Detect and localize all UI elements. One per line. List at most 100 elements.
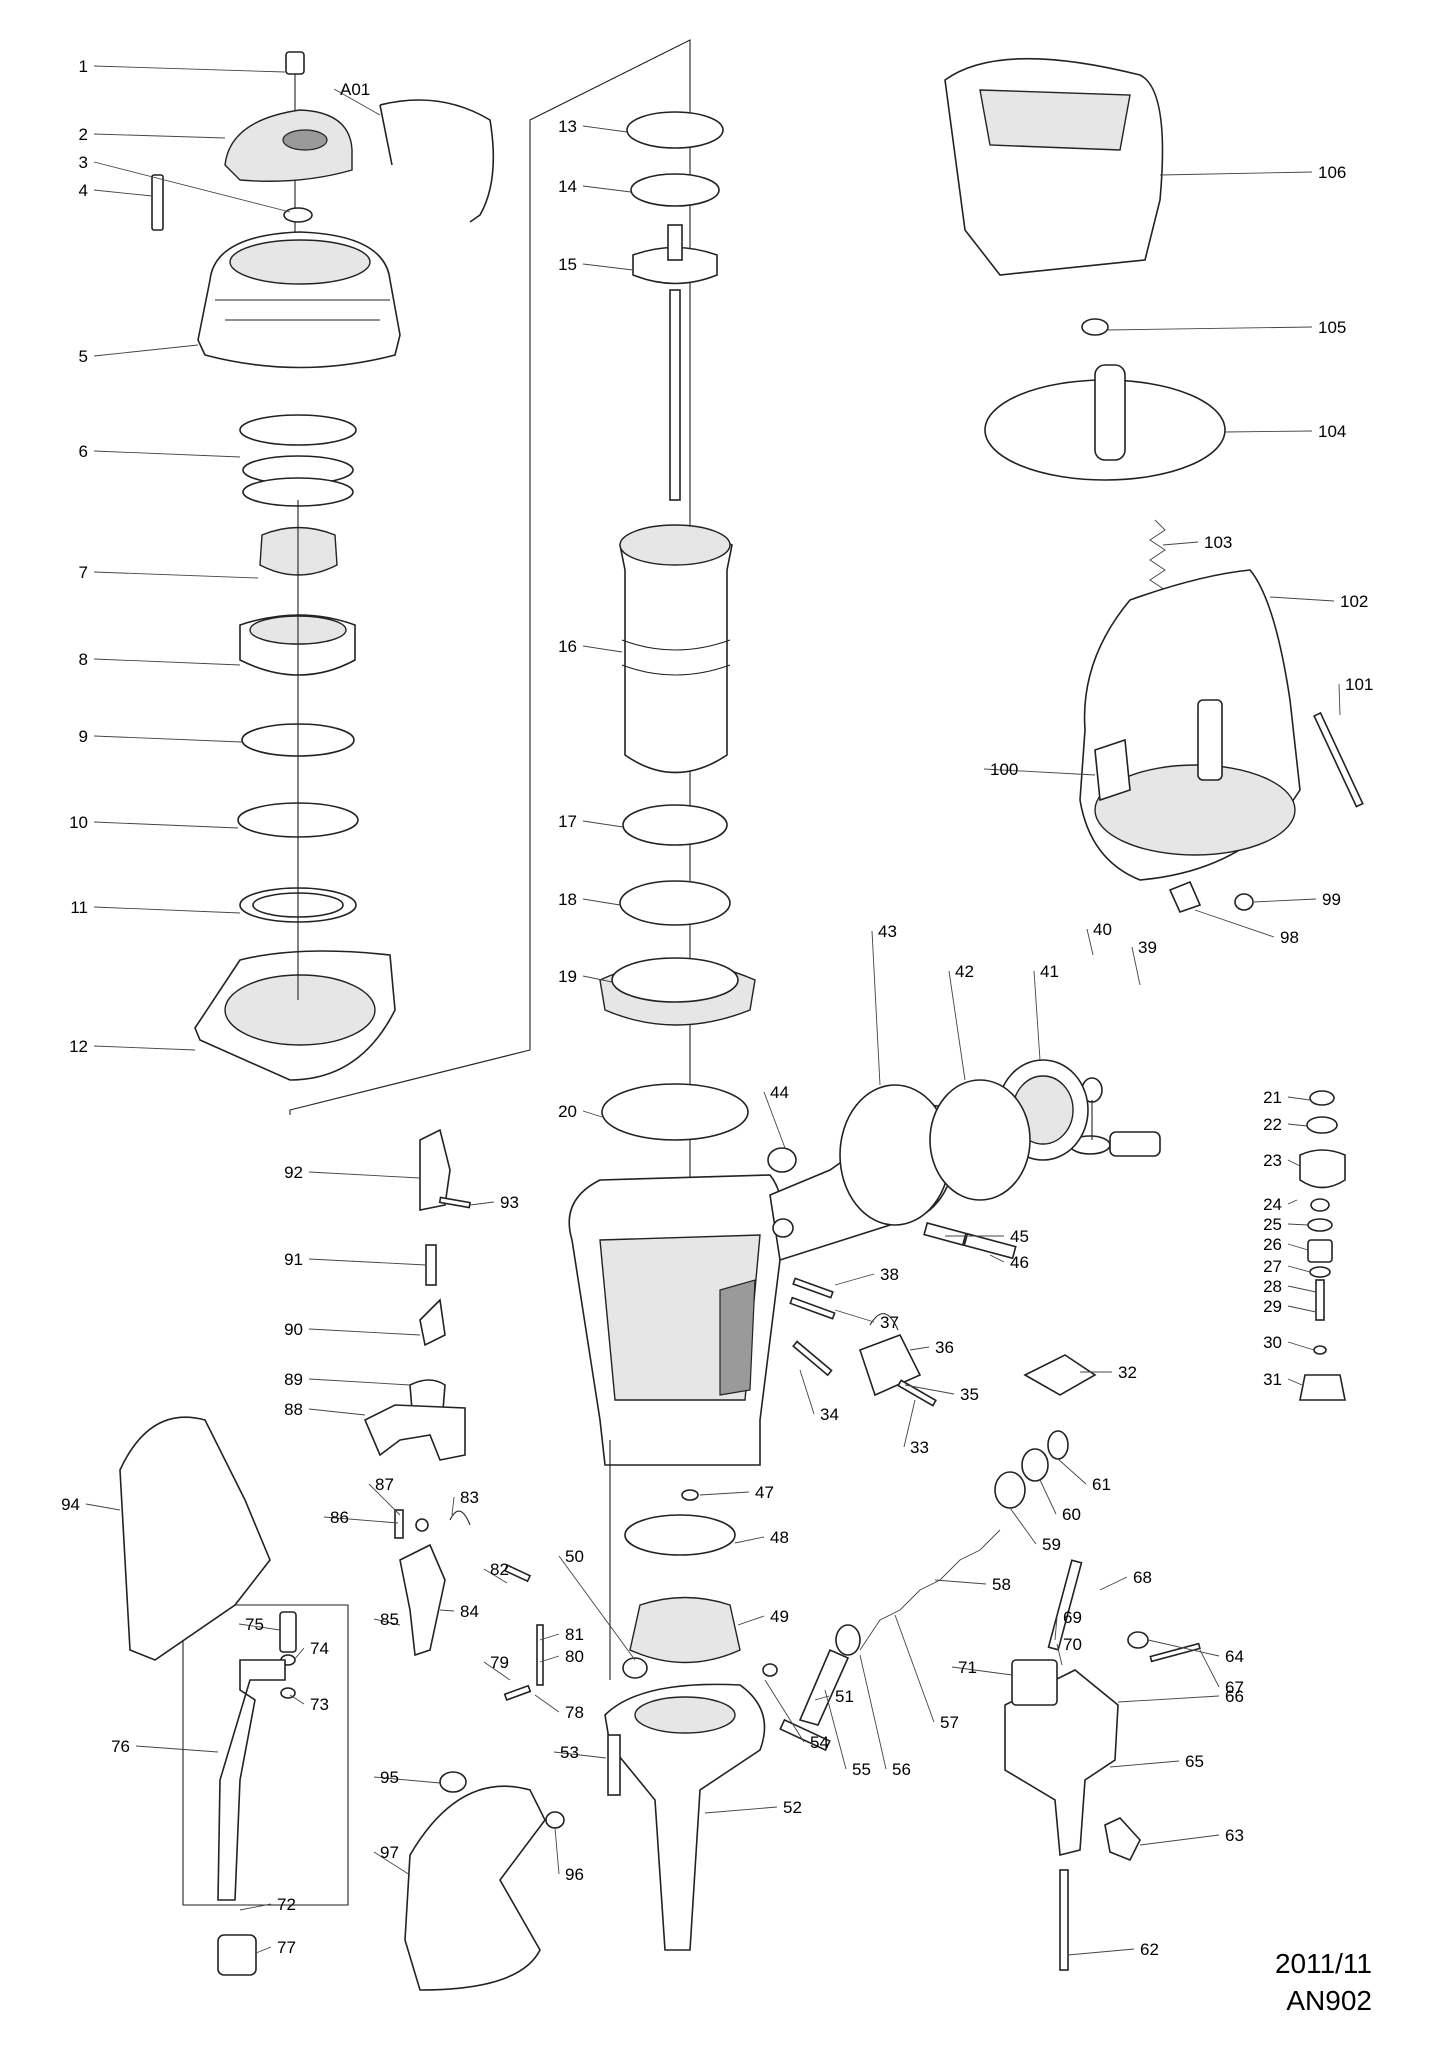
- callout-label-56: 56: [892, 1760, 911, 1779]
- leader-line-58: [934, 1579, 987, 1585]
- leader-line-36: [909, 1346, 930, 1351]
- leader-line-25: [1287, 1223, 1309, 1226]
- leader-line-91: [308, 1258, 427, 1266]
- leader-line-54: [764, 1679, 805, 1743]
- callout-label-49: 49: [770, 1607, 789, 1626]
- callout-label-30: 30: [1263, 1333, 1282, 1352]
- callout-label-70: 70: [1063, 1635, 1082, 1654]
- callout-label-81: 81: [565, 1625, 584, 1644]
- leader-line-50: [558, 1555, 636, 1661]
- callout-label-69: 69: [1063, 1608, 1082, 1627]
- callout-label-77: 77: [277, 1938, 296, 1957]
- callout-label-44: 44: [770, 1083, 789, 1102]
- leader-line-19: [582, 975, 613, 983]
- leader-line-105: [1107, 326, 1313, 331]
- callout-label-9: 9: [79, 727, 88, 746]
- leader-line-55: [824, 1689, 847, 1770]
- leader-line-29: [1287, 1305, 1317, 1313]
- callout-label-88: 88: [284, 1400, 303, 1419]
- leader-line-16: [582, 645, 623, 653]
- callout-label-25: 25: [1263, 1215, 1282, 1234]
- callout-label-6: 6: [79, 442, 88, 461]
- callout-label-29: 29: [1263, 1297, 1282, 1316]
- callout-label-86: 86: [330, 1508, 349, 1527]
- leader-line-77: [255, 1946, 272, 1954]
- leader-line-73: [289, 1694, 305, 1705]
- leader-line-53: [553, 1751, 607, 1759]
- leader-line-98: [1194, 909, 1275, 938]
- leader-line-106: [1159, 171, 1313, 176]
- leader-line-61: [1057, 1458, 1087, 1485]
- leader-line-47: [699, 1491, 750, 1496]
- callout-label-103: 103: [1204, 533, 1232, 552]
- leader-line-24: [1287, 1199, 1298, 1205]
- callout-label-106: 106: [1318, 163, 1346, 182]
- callout-label-23: 23: [1263, 1151, 1282, 1170]
- callout-label-92: 92: [284, 1163, 303, 1182]
- callout-label-65: 65: [1185, 1752, 1204, 1771]
- leader-line-83: [451, 1496, 455, 1516]
- callout-label-5: 5: [79, 347, 88, 366]
- leader-line-67: [1199, 1649, 1220, 1688]
- callout-label-91: 91: [284, 1250, 303, 1269]
- leader-line-57: [894, 1614, 935, 1723]
- callout-label-15: 15: [558, 255, 577, 274]
- callout-label-52: 52: [783, 1798, 802, 1817]
- leader-line-18: [582, 898, 621, 906]
- leader-line-92: [308, 1171, 421, 1179]
- leader-line-80: [539, 1655, 560, 1663]
- leader-line-3: [93, 161, 291, 213]
- callout-label-67: 67: [1225, 1678, 1244, 1697]
- leader-line-75: [238, 1623, 281, 1631]
- footer-date: 2011/11: [1274, 1948, 1372, 1979]
- callout-label-50: 50: [565, 1547, 584, 1566]
- callout-label-47: 47: [755, 1483, 774, 1502]
- leader-line-22: [1287, 1123, 1308, 1127]
- callout-label-34: 34: [820, 1405, 839, 1424]
- callout-label-11: 11: [70, 898, 88, 917]
- leader-line-71: [951, 1666, 1013, 1676]
- callout-label-66: 66: [1225, 1687, 1244, 1706]
- callout-label-26: 26: [1263, 1235, 1282, 1254]
- leader-line-14: [582, 185, 632, 193]
- leader-line-31: [1287, 1378, 1303, 1386]
- leader-line-9: [93, 735, 243, 743]
- leader-line-85: [373, 1618, 401, 1626]
- callout-label-95: 95: [380, 1768, 399, 1787]
- callout-label-79: 79: [490, 1653, 509, 1672]
- leader-line-74: [293, 1647, 305, 1661]
- callout-label-8: 8: [79, 650, 88, 669]
- leader-line-69: [1054, 1616, 1058, 1641]
- callout-label-42: 42: [955, 962, 974, 981]
- leader-line-63: [1139, 1834, 1220, 1846]
- callout-label-54: 54: [810, 1733, 829, 1752]
- callout-labels: 1234567891011121314151617181920212223242…: [61, 57, 1373, 1959]
- callout-label-71: 71: [958, 1658, 977, 1677]
- leader-line-46: [989, 1254, 1005, 1263]
- callout-label-104: 104: [1318, 422, 1346, 441]
- leader-line-44: [763, 1091, 786, 1149]
- callout-label-32: 32: [1118, 1363, 1137, 1382]
- callout-label-18: 18: [558, 890, 577, 909]
- leader-line-20: [582, 1110, 603, 1118]
- callout-label-85: 85: [380, 1610, 399, 1629]
- callout-label-36: 36: [935, 1338, 954, 1357]
- leader-line-66: [1117, 1695, 1220, 1703]
- callout-label-62: 62: [1140, 1940, 1159, 1959]
- callout-label-17: 17: [558, 812, 577, 831]
- callout-label-73: 73: [310, 1695, 329, 1714]
- leader-line-17: [582, 820, 624, 828]
- leader-line-79: [483, 1661, 511, 1681]
- callout-label-41: 41: [1040, 962, 1059, 981]
- cap-assembly: [151, 51, 495, 1081]
- leader-line-99: [1252, 898, 1317, 903]
- leader-line-93: [469, 1201, 495, 1206]
- callout-label-98: 98: [1280, 928, 1299, 947]
- callout-label-63: 63: [1225, 1826, 1244, 1845]
- leader-line-42: [948, 970, 966, 1081]
- callout-label-84: 84: [460, 1602, 479, 1621]
- leader-line-7: [93, 571, 259, 579]
- leader-line-86: [323, 1516, 399, 1524]
- leader-line-33: [903, 1399, 916, 1448]
- leader-line-27: [1287, 1265, 1311, 1273]
